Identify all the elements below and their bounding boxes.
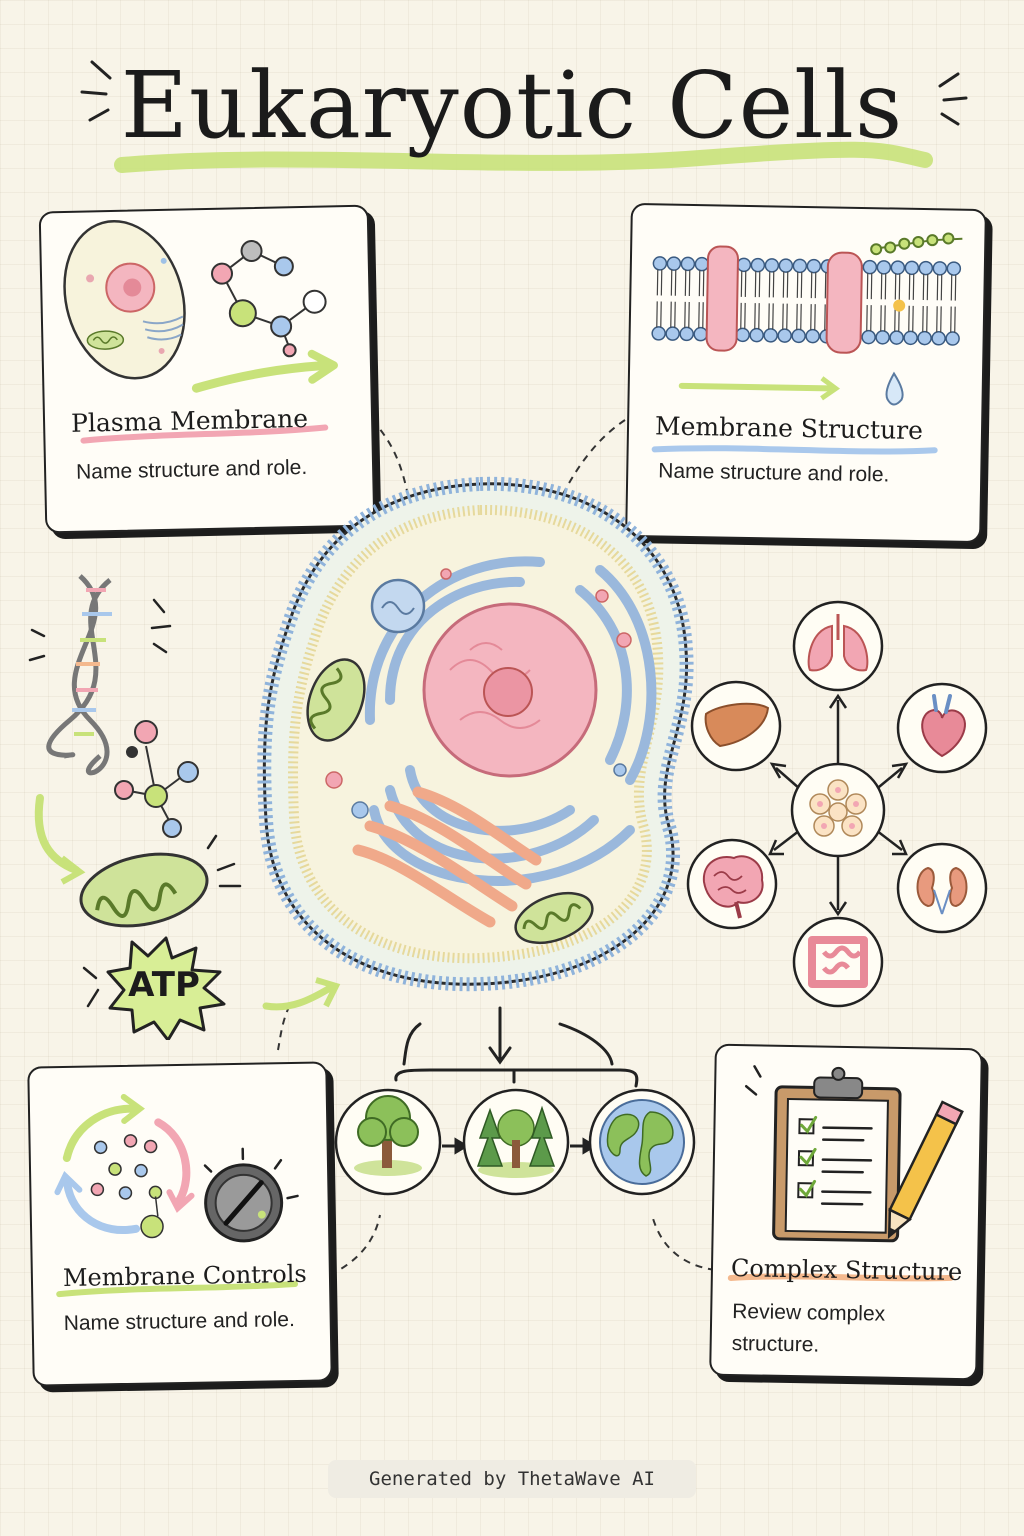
card-plasma-membrane: Plasma Membrane Name structure and role. — [38, 204, 376, 534]
page-title: Eukaryotic Cells — [120, 52, 904, 159]
nucleus — [422, 602, 598, 778]
atp-label: ATP — [128, 965, 200, 1005]
card-title: Membrane Structure — [654, 411, 924, 446]
mitochondrion-icon — [306, 658, 594, 945]
title-underline — [727, 1273, 954, 1282]
control-dial-icon — [203, 1147, 299, 1243]
vesicles — [325, 568, 632, 819]
card-title: Membrane Controls — [62, 1259, 307, 1293]
curved-arrow-icon — [262, 977, 341, 1011]
molecule-icon — [114, 720, 199, 838]
eukaryotic-cell-diagram — [257, 476, 694, 992]
card-title: Plasma Membrane — [70, 403, 309, 438]
card-complex-structure: Complex Structure Review complex structu… — [709, 1043, 983, 1381]
energy-pathway: ATP — [28, 574, 341, 1040]
dna-helix-icon — [28, 574, 172, 776]
intestine-icon — [792, 916, 884, 1008]
liver-icon — [690, 680, 782, 772]
atp-burst-icon — [82, 936, 226, 1040]
molecule-icon — [211, 240, 327, 358]
pencil-icon — [887, 1100, 964, 1239]
curved-arrow-icon — [34, 794, 86, 885]
levels-of-organization — [334, 1006, 696, 1196]
card-text: Name structure and role. — [63, 1308, 295, 1336]
heart-icon — [896, 682, 988, 774]
glycoprotein-chain-icon — [870, 232, 963, 256]
brain-icon — [686, 838, 778, 930]
card-text: Review complex structure. — [731, 1300, 886, 1357]
mitochondrion-icon — [79, 834, 242, 928]
title-underline — [80, 424, 329, 444]
card-title: Complex Structure — [730, 1254, 963, 1287]
arrow-icon — [678, 376, 841, 401]
membrane-beads — [257, 476, 694, 992]
title-underline — [56, 1281, 299, 1298]
particles-icon — [90, 1134, 164, 1239]
title-underline — [651, 445, 938, 455]
golgi-apparatus — [352, 786, 542, 928]
globe-icon — [588, 1088, 696, 1196]
animal-cell-icon — [63, 219, 186, 380]
card-membrane-structure: Membrane Structure Name structure and ro… — [625, 202, 987, 544]
nucleolus — [483, 667, 533, 717]
water-drop-icon — [885, 371, 904, 406]
lipid-bilayer-icon — [651, 256, 962, 346]
title-decoration — [80, 60, 968, 173]
spark-lines-left — [80, 60, 112, 122]
arrow-icon — [191, 349, 338, 393]
channel-protein-icon — [705, 245, 906, 354]
lysosome-icon — [370, 578, 426, 634]
cycle-arrows-icon — [54, 1093, 195, 1234]
forest-icon — [462, 1088, 570, 1196]
footer-credit: Generated by ThetaWave AI — [328, 1460, 696, 1498]
tree-icon — [334, 1088, 442, 1196]
organ-hub — [686, 600, 988, 1008]
kidneys-icon — [896, 842, 988, 934]
spark-lines-right — [938, 72, 968, 126]
lungs-icon — [792, 600, 884, 692]
cell-cluster-icon — [790, 762, 886, 858]
card-membrane-controls: Membrane Controls Name structure and rol… — [27, 1061, 333, 1387]
clipboard-icon — [744, 1065, 902, 1243]
